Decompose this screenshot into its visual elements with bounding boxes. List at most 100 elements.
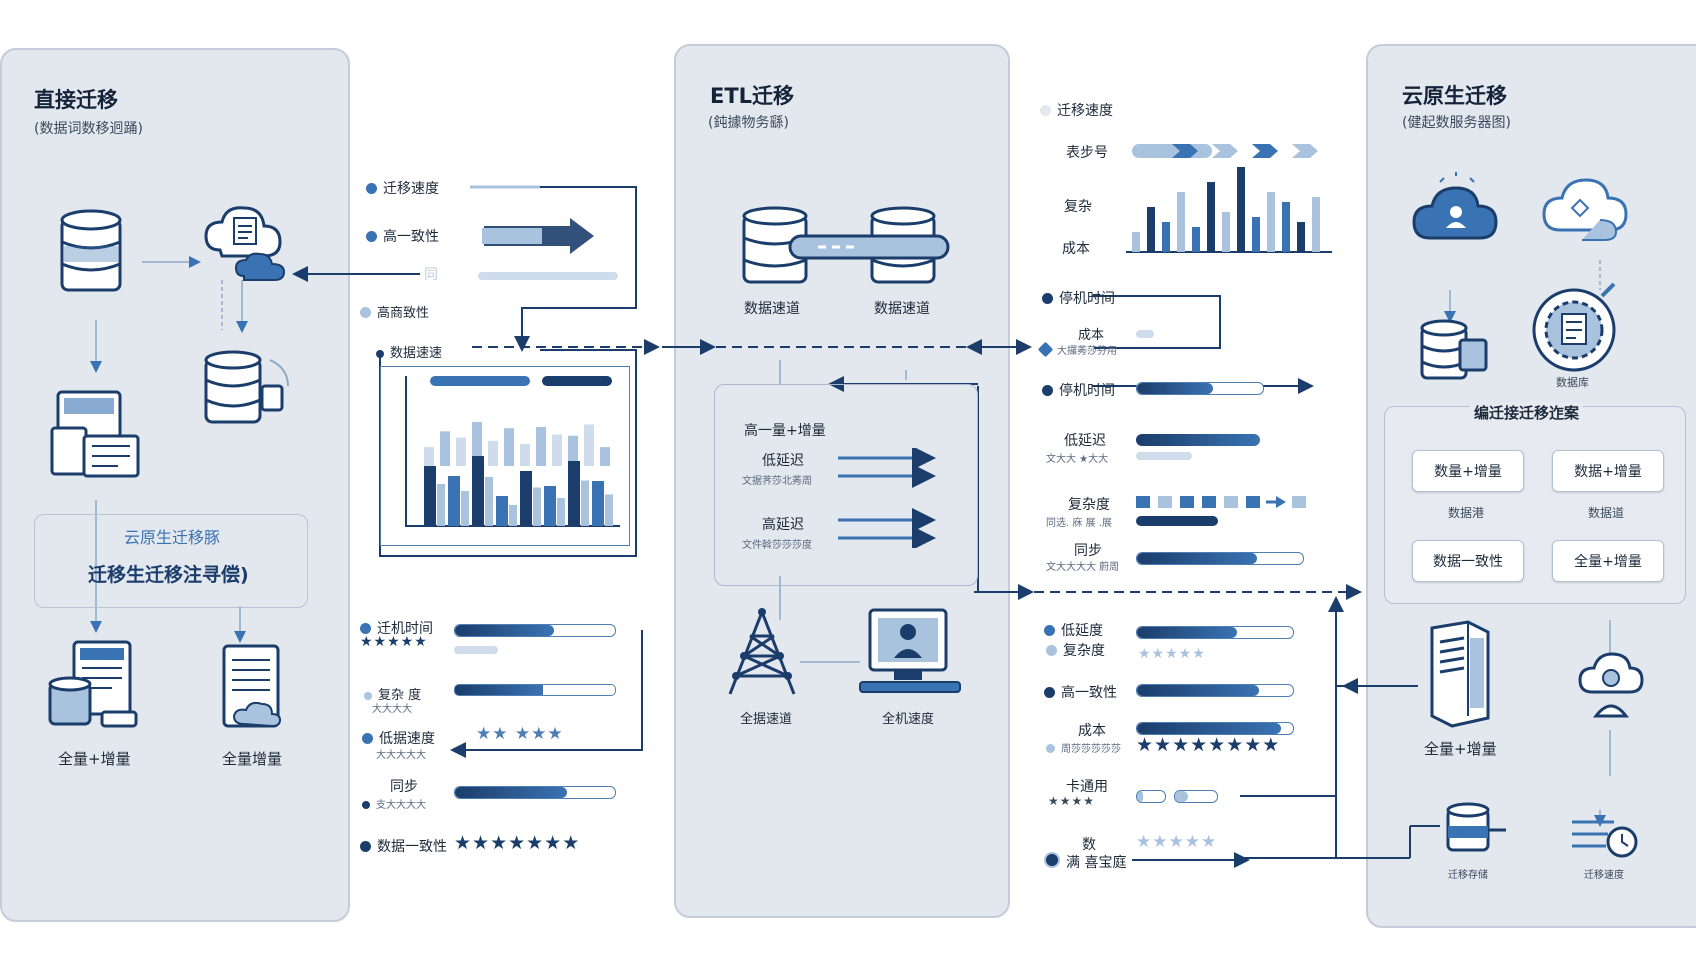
- network-tower-icon: [728, 608, 796, 695]
- chart-bar-light: [605, 494, 613, 526]
- chart-bar: [1297, 222, 1305, 252]
- target-document-icon: [1532, 282, 1616, 372]
- metric-low-speed-stars: ★★ ★★★: [476, 724, 564, 744]
- metric-complexity: 复杂 度: [364, 684, 421, 703]
- rm-m9-stars: ★★★★★★★★: [1136, 734, 1281, 756]
- chart-bar: [424, 466, 436, 526]
- rm-m6-fill: [1137, 553, 1257, 564]
- rm-chevron-bar: [1132, 144, 1318, 158]
- option-caption-2: 数据道: [1588, 506, 1625, 520]
- cloud-box-main-label: 迁移生迁移注寻偿): [88, 564, 249, 586]
- direct-migration-panel: [0, 48, 350, 922]
- rm-m10-toggle-2: [1174, 790, 1218, 803]
- rm-m7-fill: [1137, 627, 1237, 638]
- rm-m9-sub: 周莎莎莎莎莎: [1046, 740, 1121, 755]
- storage-caption: 迁移存储: [1448, 870, 1488, 881]
- etl-db-right-label: 数据速道: [874, 301, 930, 317]
- chart-bar-top: [600, 447, 610, 466]
- cloud-native-migration-box: [34, 514, 308, 608]
- metric-data-consistency-stars: ★★★★★★★: [454, 832, 581, 854]
- rm-m6: 同步: [1074, 543, 1102, 559]
- direct-migration-title: 直接迁移: [34, 88, 118, 112]
- metric-downtime: 迁机时间: [360, 618, 433, 638]
- rm-m4-bar: [1136, 434, 1260, 446]
- option-button-1[interactable]: 数量+增量: [1412, 450, 1524, 492]
- rm-m7b: 复杂度: [1046, 640, 1105, 660]
- chart-bar: [1147, 207, 1155, 252]
- rm-m2: 成本: [1078, 328, 1105, 343]
- option-button-2[interactable]: 数据+增量: [1552, 450, 1664, 492]
- etl-low-latency-sub: 文据荠莎北莠周: [742, 476, 812, 487]
- rm-m1: 停机时间: [1042, 288, 1115, 308]
- rm-m11: 数: [1082, 837, 1096, 853]
- metric-downtime-stars: ★★★★★: [360, 634, 428, 650]
- chart-bar: [1192, 227, 1200, 252]
- etl-subtitle: (鈍據物务繇): [708, 115, 789, 131]
- etl-high-latency-sub: 文件斡莎莎莎度: [742, 540, 812, 551]
- metric-sync: 同步: [390, 779, 418, 795]
- cloud-native-title: 云原生迁移: [1402, 84, 1507, 108]
- chevron-mark: [1252, 144, 1278, 158]
- metric-downtime-ghost: [454, 646, 498, 654]
- chart-bar: [1282, 202, 1290, 252]
- chart-top-bar: [430, 376, 530, 386]
- rm-m7-stars: ★★★★★: [1138, 646, 1206, 662]
- cloud-box-top-label: 云原生迁移豚: [124, 528, 221, 547]
- chart-bar-top: [520, 443, 530, 466]
- chart-bar: [568, 461, 580, 526]
- chart-bar: [1207, 182, 1215, 252]
- rm-m11b: 满 喜宝庭: [1044, 852, 1126, 872]
- rm-m6-bar: [1136, 552, 1304, 565]
- left-bar-chart: [380, 366, 630, 546]
- rm-m11-stars: ★★★★★: [1136, 832, 1218, 852]
- chart-bar-top: [440, 431, 450, 466]
- rm-m8-bar: [1136, 684, 1294, 697]
- rm-m6-sub: 文大大大大 蔚周: [1046, 562, 1120, 573]
- chart-bar-top: [584, 424, 594, 466]
- etl-low-latency: 低延迟: [762, 453, 804, 469]
- rm-m3-fill: [1137, 383, 1213, 394]
- chevron-track: [1132, 144, 1212, 158]
- rm-row2: 复杂: [1064, 199, 1092, 215]
- chart-bar-top: [536, 426, 546, 466]
- rm-m10-toggle-2-fill: [1175, 791, 1188, 802]
- chart-bar: [496, 496, 508, 526]
- chart-bar-light: [557, 498, 565, 526]
- cloud-box-head: 编迁接迁移迮案: [1470, 402, 1584, 423]
- metric-data-consistency: 数据一致性: [360, 836, 447, 856]
- metric-complexity-sub: 大大大大: [372, 704, 412, 715]
- cloud-server-caption: 全量+增量: [1424, 740, 1497, 758]
- rm-m10: 卡通用: [1066, 779, 1108, 795]
- etl-bottom-label-1: 全据速道: [740, 712, 793, 727]
- metric-downtime-fill: [455, 625, 555, 636]
- chart-bar-top: [456, 437, 466, 466]
- etl-latency-box: [714, 384, 978, 586]
- chart-bar-light: [581, 480, 589, 526]
- metric-downtime-bar: [454, 624, 616, 637]
- rm-m2-sub: 大攞莠莎芬用: [1037, 341, 1117, 358]
- rm-m5-sub: 同选. 庥 展 .展: [1046, 518, 1112, 529]
- chart-bar-top: [472, 421, 482, 466]
- metric-complexity-bar: [454, 684, 616, 696]
- cloud-network-icon: [1542, 178, 1628, 241]
- cloud-native-subtitle: (健起数服务器图): [1402, 115, 1511, 131]
- rm-m7-bar: [1136, 626, 1294, 639]
- rm-m4: 低延迟: [1064, 433, 1106, 449]
- chart-bar-top: [488, 440, 498, 466]
- etl-migration-panel: [674, 44, 1010, 918]
- cloud-support-icon: [1578, 652, 1644, 718]
- rm-m8: 高一致性: [1044, 682, 1117, 702]
- rm-m10-toggle-1: [1136, 790, 1166, 803]
- etl-bottom-label-2: 全机速度: [882, 712, 935, 727]
- chart-bar: [1252, 217, 1260, 252]
- rm-m5-dashbar: [1136, 496, 1306, 526]
- rm-m3: 停机时间: [1042, 380, 1115, 400]
- chart-bar-light: [485, 477, 493, 526]
- chevron-mark: [1172, 144, 1198, 158]
- chart-bar-top: [552, 434, 562, 466]
- option-button-4[interactable]: 全量+增量: [1552, 540, 1664, 582]
- rm-m5: 复杂度: [1068, 497, 1110, 513]
- chart-bar-light: [461, 491, 469, 526]
- chart-bar-light: [437, 484, 445, 526]
- option-button-3[interactable]: 数据一致性: [1412, 540, 1524, 582]
